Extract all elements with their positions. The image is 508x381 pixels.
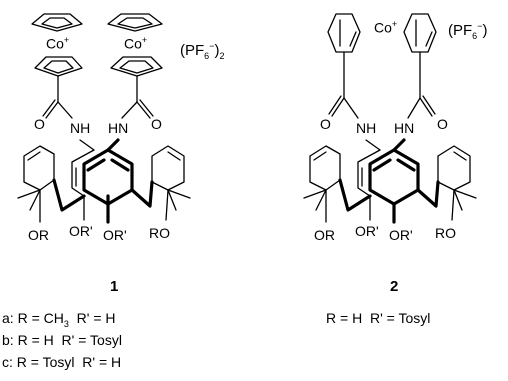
- amide-nh-2a: NH: [356, 120, 377, 136]
- amide-left-2: [328, 51, 381, 151]
- amide-left: [42, 75, 95, 151]
- amide-nh-2b: HN: [394, 120, 415, 136]
- amide-oxygen-2a: O: [320, 116, 331, 132]
- amide-oxygen-1b: O: [151, 116, 162, 132]
- lower-rim-substituent-1a: OR: [28, 227, 49, 243]
- calixarene-core: [17, 145, 191, 224]
- amide-oxygen-1a: O: [34, 116, 45, 132]
- cp-ring-right: [403, 13, 437, 53]
- amide-oxygen-2b: O: [437, 116, 448, 132]
- lower-rim-substituent-2c: OR': [389, 227, 413, 243]
- lower-rim-substituent-2a: OR: [314, 227, 335, 243]
- cp-ring-upper-right: [107, 13, 163, 32]
- variant-a: a: R = CH3 R' = H: [2, 310, 116, 329]
- amide-right-2: [392, 51, 436, 152]
- compound-number-1: 1: [110, 278, 119, 295]
- counterion-label-1: (PF6−)2: [180, 41, 225, 61]
- lower-rim-substituent-2d: RO: [435, 225, 456, 241]
- compound-2-structure: [303, 13, 477, 224]
- variant-c: c: R = Tosyl R' = H: [2, 354, 122, 370]
- cobalt-label-1a: Co+: [46, 35, 70, 52]
- cobalt-label-2: Co+: [374, 19, 398, 36]
- lower-rim-substituent-1d: RO: [149, 225, 170, 241]
- cp-ring-upper-left: [31, 13, 83, 32]
- cobalt-label-1b: Co+: [124, 35, 148, 52]
- amide-nh-1b: HN: [108, 120, 129, 136]
- cp-ring-lower-left: [34, 56, 83, 77]
- variant-b: b: R = H R' = Tosyl: [2, 332, 122, 348]
- compound-number-2: 2: [390, 278, 399, 295]
- lower-rim-substituent-1c: OR': [103, 227, 127, 243]
- lower-rim-substituent-1b: OR': [69, 223, 93, 239]
- compound-1-structure: [17, 13, 191, 224]
- substituents-2: R = H R' = Tosyl: [326, 310, 431, 326]
- counterion-label-2: (PF6−): [448, 21, 488, 41]
- lower-rim-substituent-2b: OR': [355, 223, 379, 239]
- cp-ring-lower-right: [110, 56, 163, 77]
- cp-ring-left: [327, 13, 361, 53]
- amide-right: [106, 75, 154, 152]
- calixarene-core-2: [303, 145, 477, 224]
- amide-nh-1a: NH: [70, 120, 91, 136]
